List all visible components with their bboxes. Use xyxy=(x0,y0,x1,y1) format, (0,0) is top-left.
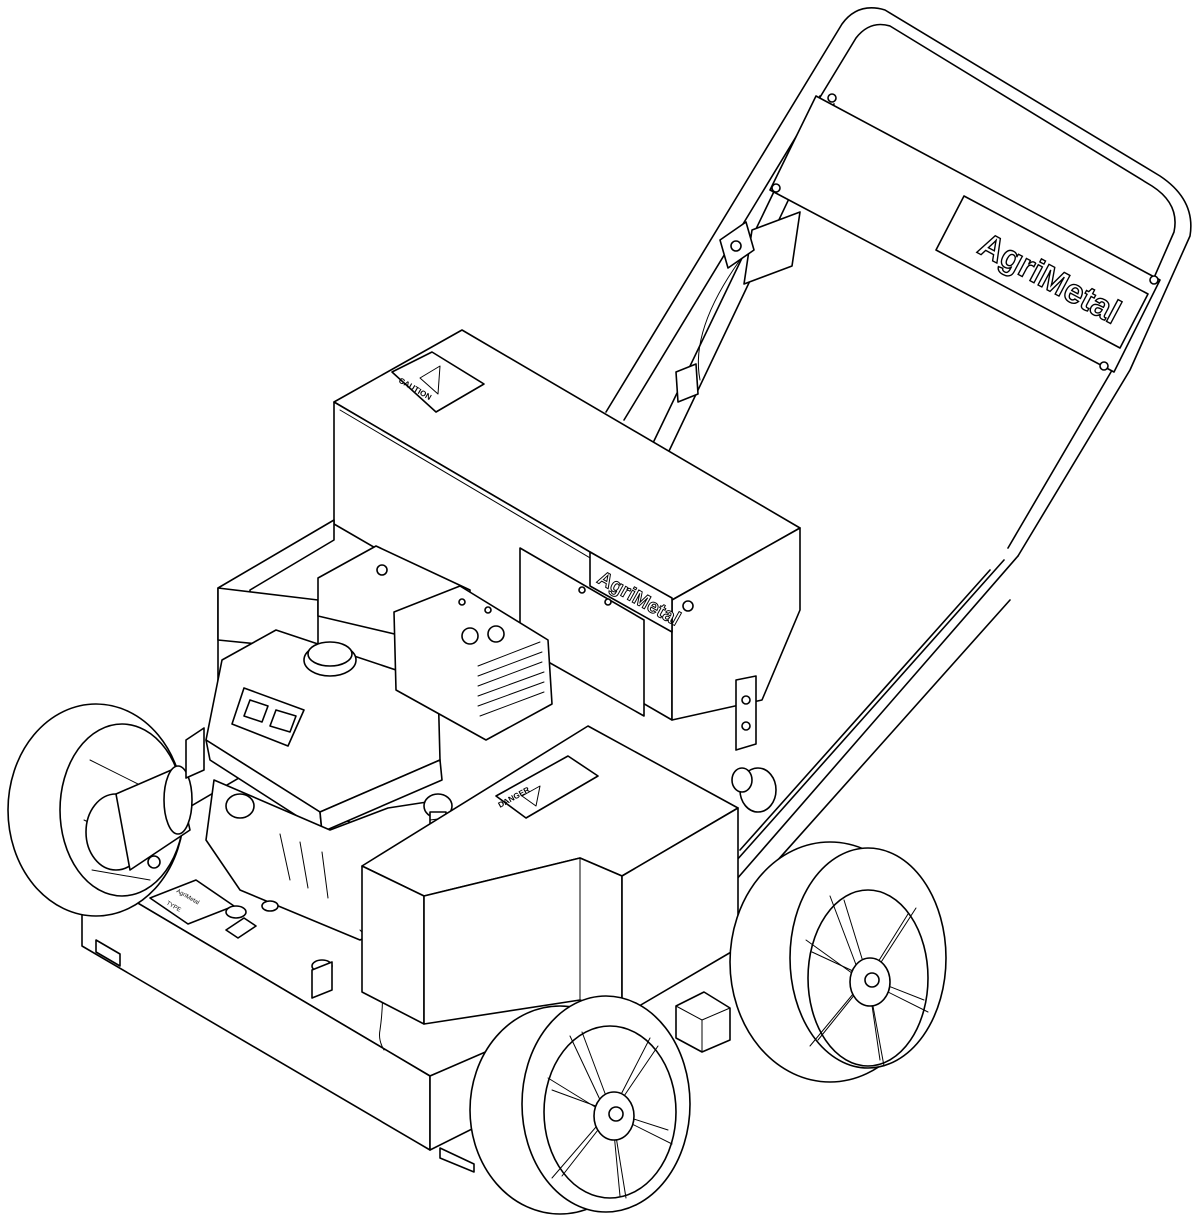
bolt-icon xyxy=(827,93,837,103)
bolt-icon xyxy=(682,600,694,612)
front-left-wheel xyxy=(469,995,691,1215)
handle-brand-panel: AgriMetal xyxy=(769,93,1161,373)
warning-triangle-icon xyxy=(419,365,441,395)
warning-icon xyxy=(269,709,297,733)
seed-hopper: AgriMetal CAUTION xyxy=(333,329,801,751)
deck-corner-block xyxy=(675,991,731,1053)
warning-icon xyxy=(243,699,269,723)
bolt-icon xyxy=(578,586,586,594)
serial-plate: AgriMetal TYPE xyxy=(149,879,235,925)
bolt-icon xyxy=(1099,361,1109,371)
choke-lever[interactable] xyxy=(185,727,205,779)
belt-guard-decal xyxy=(495,755,599,819)
bolt-icon xyxy=(147,855,161,869)
wheel-hub-nut-icon xyxy=(864,972,880,988)
caution-decal xyxy=(391,351,485,413)
bolt-icon xyxy=(730,240,742,252)
handle-frame xyxy=(605,7,1192,881)
bolt-icon xyxy=(771,183,781,193)
wheel-hub-nut-icon xyxy=(608,1106,624,1122)
depth-control-lever[interactable] xyxy=(675,211,801,403)
warning-triangle-icon xyxy=(521,785,541,807)
engine-mounts xyxy=(225,900,385,1051)
bolt-icon xyxy=(1149,275,1159,285)
front-right-wheel xyxy=(729,841,947,1083)
belt-guard: DANGER xyxy=(361,725,777,1025)
bolt-icon xyxy=(604,598,612,606)
rear-left-wheel xyxy=(7,703,193,917)
